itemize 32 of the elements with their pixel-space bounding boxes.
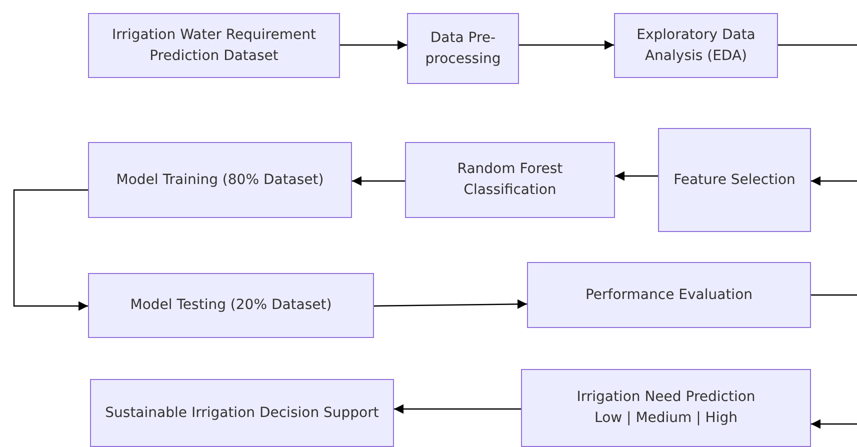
connector-line bbox=[811, 294, 857, 296]
arrow bbox=[519, 40, 614, 50]
arrow bbox=[394, 404, 521, 414]
box-label: Sustainable Irrigation Decision Support bbox=[105, 404, 379, 422]
process-box bbox=[407, 13, 519, 84]
process-box bbox=[658, 128, 811, 232]
process-box bbox=[90, 379, 394, 447]
box-label: Exploratory Data Analysis (EDA) bbox=[636, 26, 756, 66]
process-box bbox=[614, 13, 778, 78]
process-box bbox=[88, 273, 374, 338]
arrow bbox=[352, 176, 405, 186]
box-label: Irrigation Need Prediction bbox=[576, 388, 756, 407]
process-box bbox=[88, 13, 340, 78]
process-box bbox=[527, 262, 811, 328]
box-label: Irrigation Water Requirement Prediction Dataset bbox=[111, 26, 317, 66]
arrow bbox=[340, 40, 407, 50]
process-box bbox=[88, 142, 352, 218]
process-box bbox=[405, 142, 615, 218]
process-box bbox=[521, 369, 811, 447]
box-label: Model Testing (20% Dataset) bbox=[130, 296, 332, 315]
box-label: Feature Selection bbox=[674, 170, 796, 190]
box-label: Data Pre-processing bbox=[424, 28, 502, 68]
connector-line bbox=[778, 44, 857, 46]
box-label: Low | Medium | High bbox=[594, 409, 738, 428]
box-label: Performance Evaluation bbox=[585, 286, 753, 304]
arrow bbox=[811, 176, 857, 186]
arrow bbox=[374, 299, 527, 309]
box-label: Random Forest Classification bbox=[456, 160, 564, 200]
arrow bbox=[811, 419, 857, 429]
arrow bbox=[615, 171, 658, 181]
arrow bbox=[13, 189, 88, 311]
box-label: Model Training (80% Dataset) bbox=[116, 170, 324, 190]
